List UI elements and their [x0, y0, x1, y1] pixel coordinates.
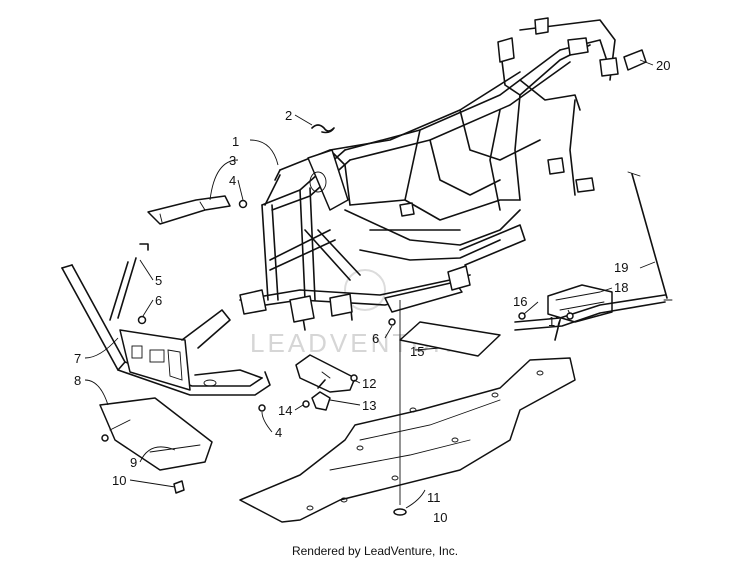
- callout-15: 15: [410, 344, 424, 359]
- callout-11: 11: [427, 490, 441, 505]
- bolt-16: [518, 312, 526, 320]
- callout-6-left: 6: [155, 293, 162, 308]
- front-skid-plate: [99, 397, 213, 471]
- callout-9: 9: [130, 455, 137, 470]
- callout-13: 13: [362, 398, 376, 413]
- bolt-12: [350, 374, 358, 382]
- callout-7: 7: [74, 351, 81, 366]
- callout-10-right: 10: [433, 510, 447, 525]
- bolt-left: [137, 315, 147, 325]
- footrest-plate: [547, 284, 613, 323]
- callout-20: 20: [656, 58, 670, 73]
- fastener-lower: [393, 508, 407, 516]
- cable-clip: [311, 124, 335, 134]
- callout-6-center: 6: [372, 331, 379, 346]
- callout-2: 2: [285, 108, 292, 123]
- bolt-lower: [258, 404, 266, 412]
- foot-pad: [399, 321, 501, 357]
- callout-19: 19: [614, 260, 628, 275]
- front-bumper: [61, 264, 271, 396]
- bolt-center: [388, 318, 396, 326]
- callout-18: 18: [614, 280, 628, 295]
- clamp: [311, 391, 331, 411]
- callout-10-left: 10: [112, 473, 126, 488]
- rod: [631, 173, 668, 299]
- nut: [302, 400, 310, 408]
- leader-lines: [84, 59, 656, 509]
- callout-12: 12: [362, 376, 376, 391]
- main-frame: [239, 17, 619, 331]
- brace-rods: [109, 243, 149, 321]
- front-bracket: [147, 195, 231, 225]
- callout-5: 5: [155, 273, 162, 288]
- callout-1: 1: [232, 134, 239, 149]
- callout-3: 3: [229, 153, 236, 168]
- main-skid-plate: [239, 357, 576, 523]
- callout-4-upper: 4: [229, 173, 236, 188]
- callout-17: 17: [548, 314, 562, 329]
- label-plate: [623, 49, 647, 71]
- callout-8: 8: [74, 373, 81, 388]
- callout-14: 14: [278, 403, 292, 418]
- callout-labels: 1 2 3 4 4 5 6 6 7 8 9 10 10 11 12 13 14 …: [74, 58, 670, 525]
- callout-4-lower: 4: [275, 425, 282, 440]
- callout-16: 16: [513, 294, 527, 309]
- footrest-tube: [514, 294, 666, 341]
- footer-credit: Rendered by LeadVenture, Inc.: [291, 544, 459, 558]
- screw-left: [101, 434, 185, 494]
- bolt-upper: [238, 199, 248, 209]
- mount-bracket: [295, 354, 356, 393]
